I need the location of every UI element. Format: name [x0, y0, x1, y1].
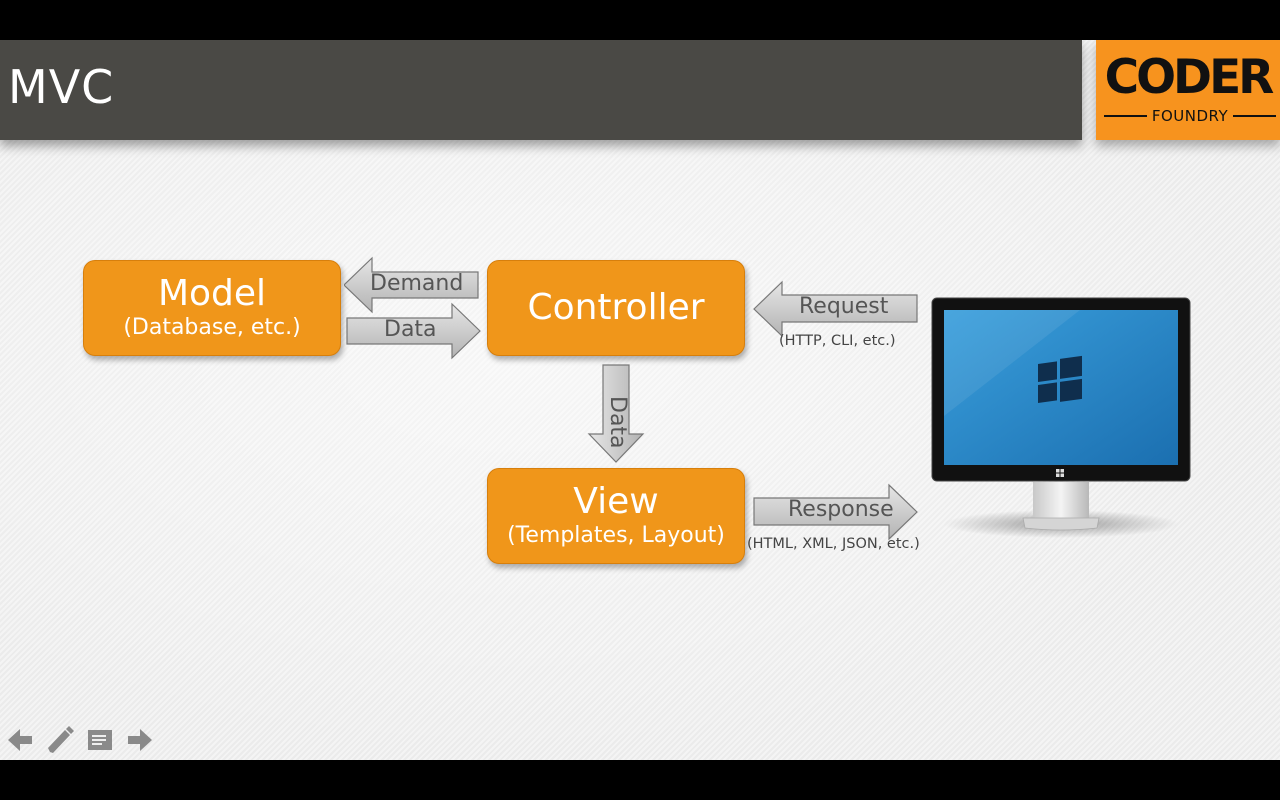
data-label-to-controller: Data: [384, 317, 437, 342]
logo-line-left: [1104, 115, 1147, 117]
demand-label: Demand: [370, 271, 464, 296]
data-arrow-to-controller: [346, 302, 481, 360]
controller-title: Controller: [527, 287, 705, 328]
view-title: View: [573, 481, 659, 522]
request-caption: (HTTP, CLI, etc.): [779, 333, 896, 349]
model-box: Model (Database, etc.): [83, 260, 341, 356]
view-subtitle: (Templates, Layout): [507, 523, 725, 548]
logo-sub-text: FOUNDRY: [1151, 107, 1229, 125]
model-title: Model: [157, 273, 267, 314]
request-label: Request: [799, 294, 889, 319]
monitor-icon: [931, 297, 1191, 538]
arrow-left-icon[interactable]: [6, 726, 34, 754]
data-arrow-to-view: [587, 364, 645, 463]
pen-icon[interactable]: [46, 726, 74, 754]
model-subtitle: (Database, etc.): [123, 315, 301, 340]
response-caption: (HTML, XML, JSON, etc.): [747, 536, 920, 552]
response-arrow: [753, 483, 918, 541]
controller-box: Controller: [487, 260, 745, 356]
demand-arrow: [344, 256, 479, 314]
title-bar: MVC: [0, 40, 1082, 140]
page-title: MVC: [8, 60, 115, 114]
arrow-right-icon[interactable]: [126, 726, 154, 754]
view-box: View (Templates, Layout): [487, 468, 745, 564]
coder-foundry-logo: CODER FOUNDRY: [1096, 40, 1280, 140]
logo-line-right: [1233, 115, 1276, 117]
response-label: Response: [788, 497, 894, 522]
logo-sub-row: FOUNDRY: [1104, 106, 1276, 126]
logo-main-text: CODER: [1104, 50, 1275, 105]
request-arrow: [753, 280, 918, 338]
menu-icon[interactable]: [86, 726, 114, 754]
data-label-to-view: Data: [605, 396, 630, 449]
slide: MVC CODER FOUNDRY Model (Database, etc.)…: [0, 40, 1280, 760]
